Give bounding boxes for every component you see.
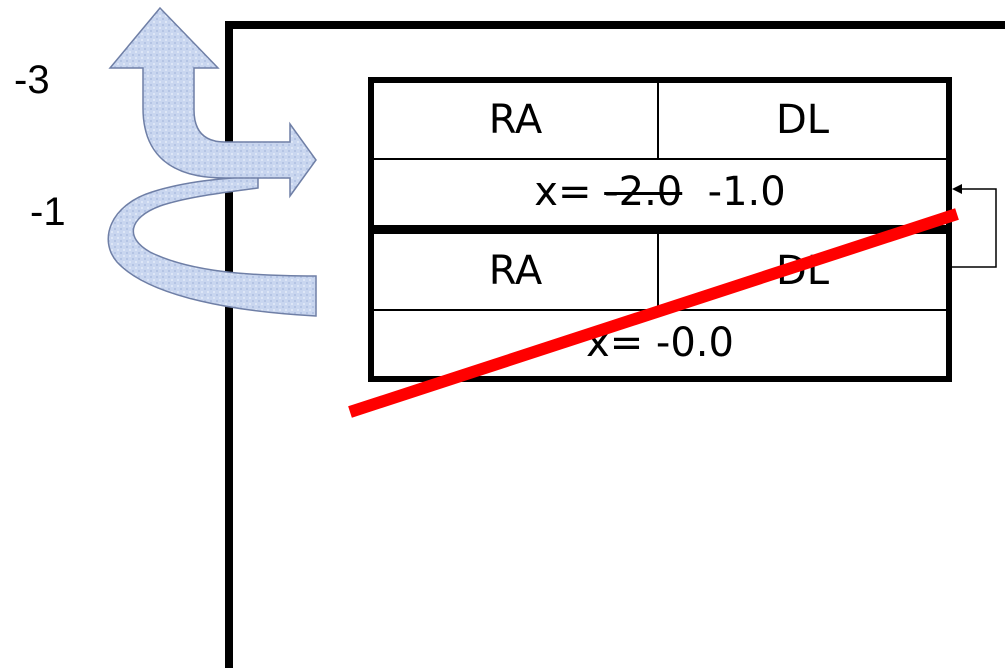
record-1: RA DL x= -2.0 -1.0	[368, 77, 952, 231]
record-2: RA DL x= -0.0	[368, 228, 952, 382]
record-2-dl-cell: DL	[775, 248, 830, 294]
swirl-ribbon-icon	[107, 175, 317, 317]
record-1-dl-cell: DL	[775, 97, 830, 143]
record-2-ra-cell: RA	[374, 234, 659, 309]
frame-left-border	[225, 21, 233, 668]
record-1-x-new-value: -1.0	[707, 169, 786, 215]
loop-back-arrowhead-icon	[952, 184, 962, 194]
record-2-x-prefix: x=	[586, 320, 644, 366]
label-minus-3: -3	[14, 58, 50, 102]
loop-back-connector	[952, 188, 997, 268]
label-minus-1: -1	[30, 190, 66, 234]
record-1-x-row: x= -2.0 -1.0	[374, 160, 946, 225]
record-2-x-value: -0.0	[655, 320, 734, 366]
record-1-x-prefix: x=	[534, 169, 592, 215]
record-2-x-row: x= -0.0	[374, 311, 946, 376]
record-2-fields-row: RA DL	[374, 234, 946, 311]
record-1-fields-row: RA DL	[374, 83, 946, 160]
record-1-x-old-value: -2.0	[604, 169, 683, 215]
bent-up-arrow-icon	[108, 6, 317, 199]
frame-top-border	[225, 21, 1005, 29]
record-1-ra-cell: RA	[374, 83, 659, 158]
